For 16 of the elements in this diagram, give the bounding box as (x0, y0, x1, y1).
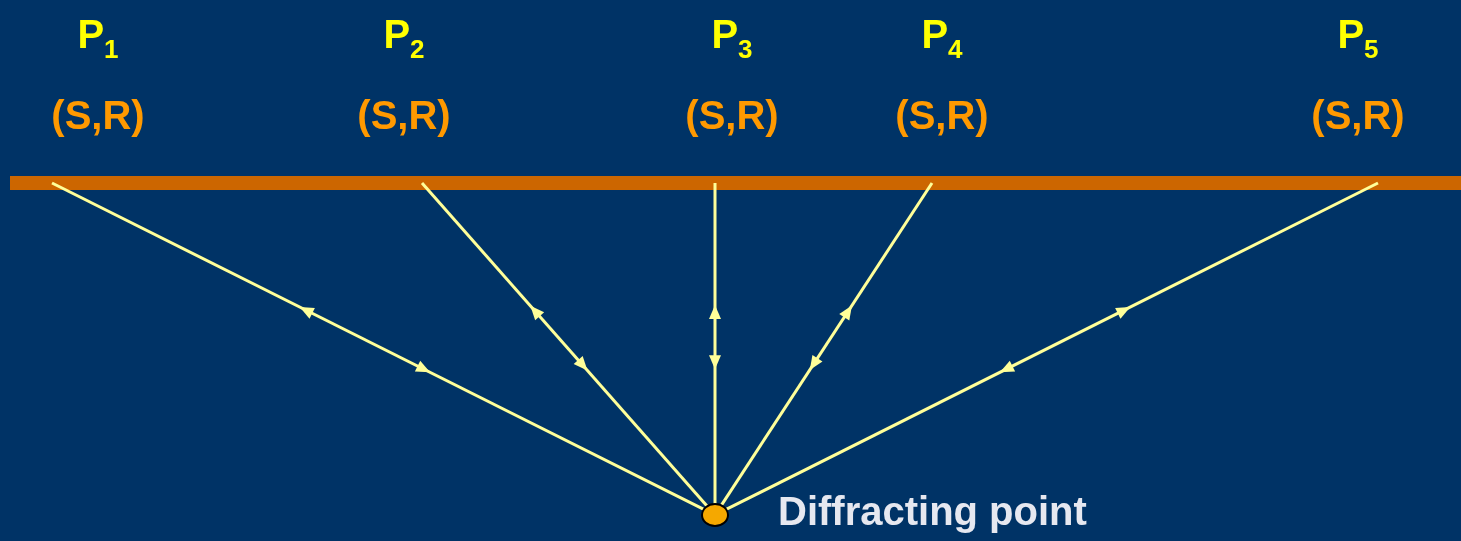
ray-path (725, 181, 1379, 511)
source-receiver-label: (S,R) (357, 92, 451, 139)
position-label: P$_{3}$ (711, 11, 753, 66)
position-label: P$_{5}$ (1337, 11, 1379, 66)
source-receiver-label: (S,R) (51, 92, 145, 139)
ray-path (420, 182, 709, 508)
position-label: P$_{1}$ (77, 11, 119, 66)
source-receiver-label: (S,R) (895, 92, 989, 139)
ray-path (51, 181, 705, 511)
position-label: P$_{4}$ (921, 11, 963, 66)
ray-path (720, 182, 934, 507)
ray-path (709, 183, 721, 504)
position-label: P$_{2}$ (383, 11, 425, 66)
source-receiver-label: (S,R) (685, 92, 779, 139)
source-receiver-label: (S,R) (1311, 92, 1405, 139)
point-label: Diffracting point (778, 489, 1087, 534)
